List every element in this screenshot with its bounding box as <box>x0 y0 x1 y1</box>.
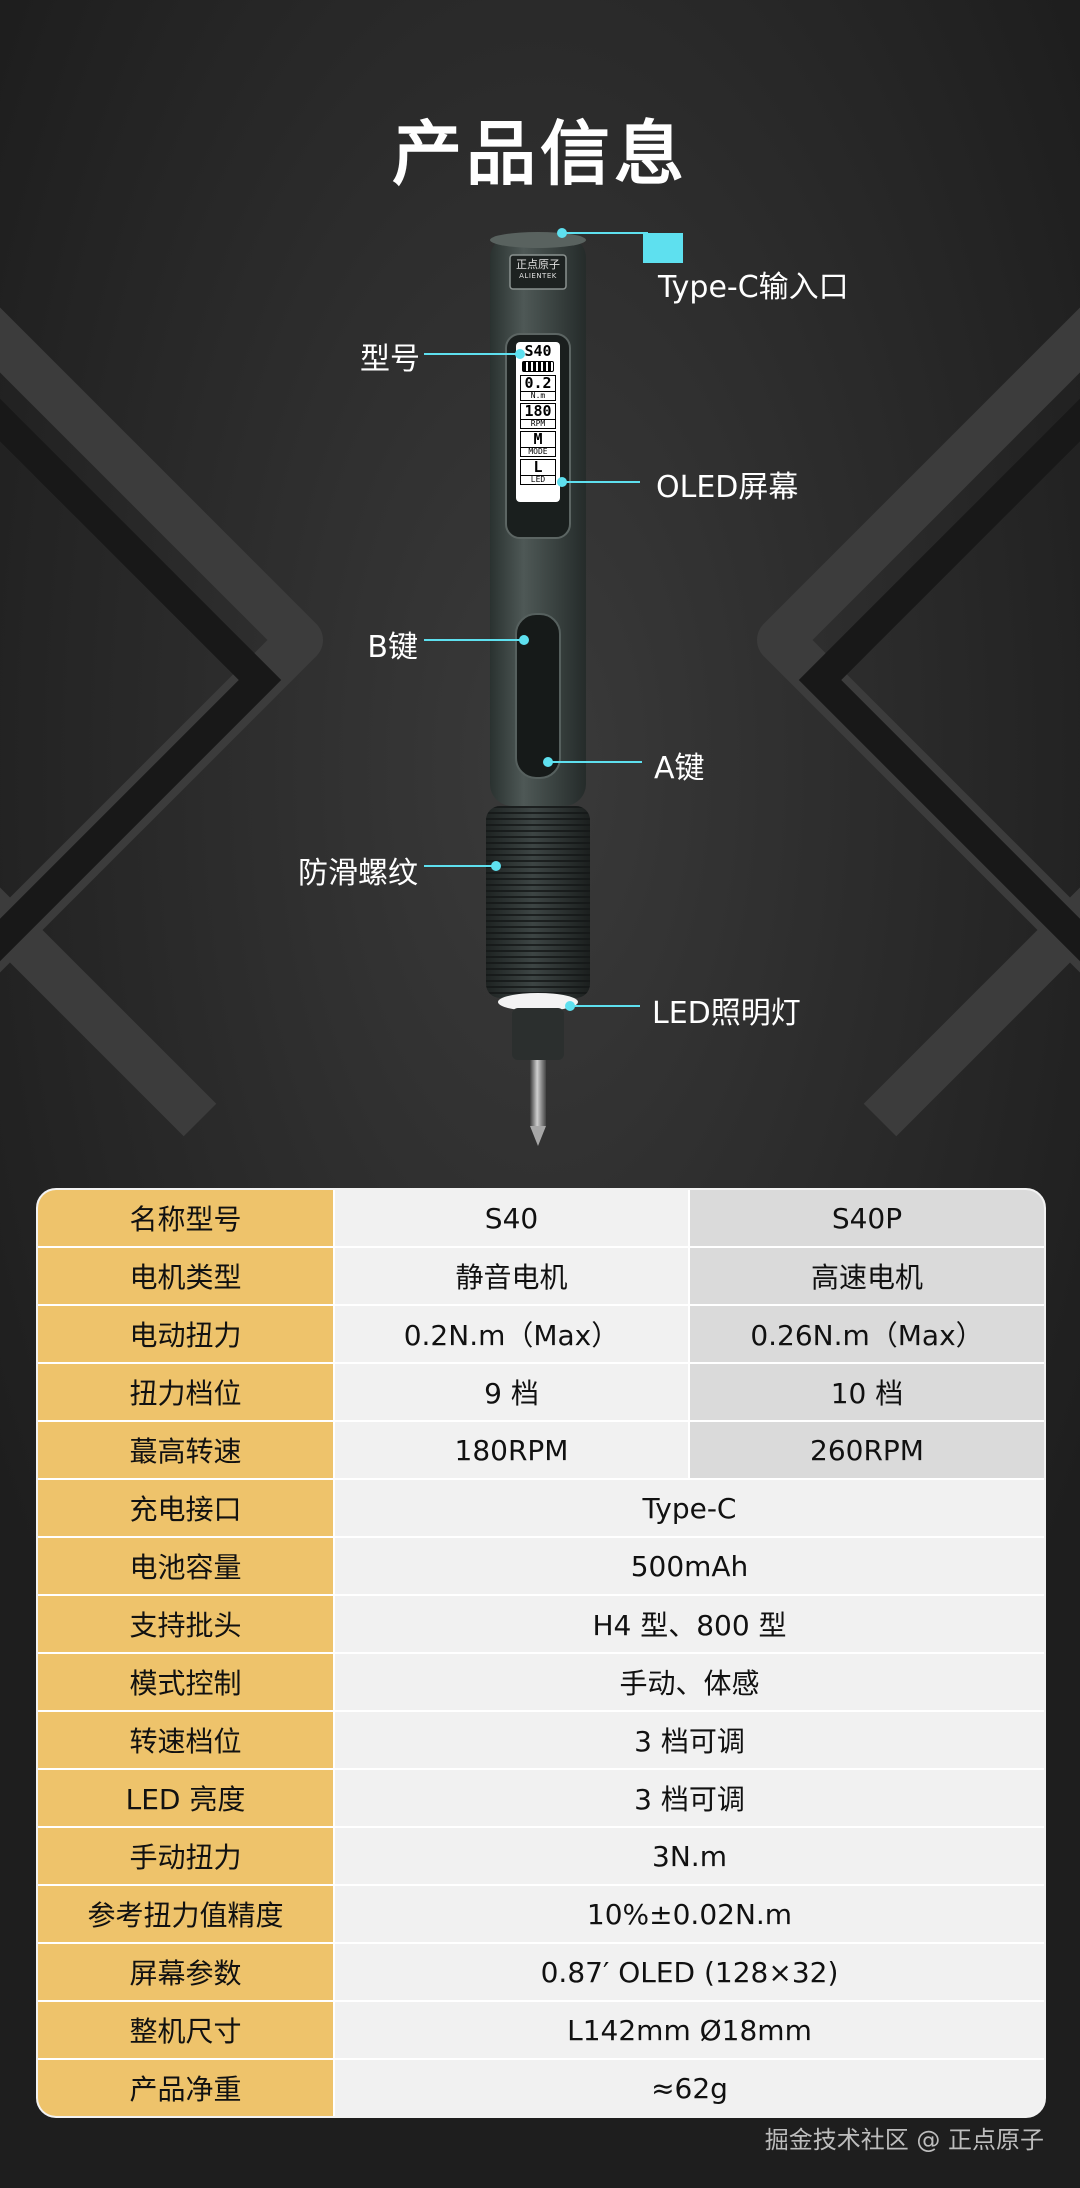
spec-label: 电动扭力 <box>38 1305 335 1364</box>
screen-mode-box: M MODE <box>520 431 556 457</box>
spec-label: 名称型号 <box>38 1190 335 1248</box>
screen-rpm-value: 180 <box>524 402 552 420</box>
spec-value: 3N.m <box>334 1827 1044 1886</box>
spec-value: H4 型、800 型 <box>334 1595 1044 1654</box>
spec-value-s40p: S40P <box>689 1190 1044 1248</box>
page-title: 产品信息 <box>392 113 688 195</box>
spec-value-s40: 静音电机 <box>334 1247 690 1306</box>
spec-value: L142mm Ø18mm <box>334 2001 1044 2060</box>
spec-label: 扭力档位 <box>38 1363 335 1422</box>
screen-torque-box: 0.2 N.m <box>520 375 556 401</box>
spec-row: 产品净重≈62g <box>38 2059 1044 2116</box>
watermark: 掘金技术社区 @ 正点原子 <box>764 2126 1044 2154</box>
spec-label: 支持批头 <box>38 1595 335 1654</box>
callout-b-key: B键 <box>367 630 418 665</box>
spec-value: 10%±0.02N.m <box>334 1885 1044 1944</box>
spec-value-s40p: 10 档 <box>689 1363 1044 1422</box>
spec-value: 0.87′ OLED (128×32) <box>334 1943 1044 2002</box>
spec-label: 蕞高转速 <box>38 1421 335 1480</box>
spec-value: ≈62g <box>334 2059 1044 2116</box>
spec-label: 产品净重 <box>38 2059 335 2116</box>
callout-a-key: A键 <box>654 751 705 786</box>
spec-value-s40p: 高速电机 <box>689 1247 1044 1306</box>
product-illustration <box>424 228 683 1146</box>
callout-model: 型号 <box>360 342 420 377</box>
spec-value: 3 档可调 <box>334 1711 1044 1770</box>
spec-value-s40p: 0.26N.m（Max） <box>689 1305 1044 1364</box>
screen-led-value: L <box>533 458 543 476</box>
screen-model: S40 <box>524 342 552 360</box>
screen-rpm-box: 180 RPM <box>520 403 556 429</box>
callout-led: LED照明灯 <box>652 996 801 1031</box>
callout-typec: Type-C输入口 <box>658 270 849 305</box>
spec-label: 手动扭力 <box>38 1827 335 1886</box>
spec-label: LED 亮度 <box>38 1769 335 1828</box>
spec-value-s40: 180RPM <box>334 1421 690 1480</box>
spec-value-s40p: 260RPM <box>689 1421 1044 1480</box>
spec-label: 参考扭力值精度 <box>38 1885 335 1944</box>
brand-subtext: ALIENTEK <box>519 272 557 280</box>
spec-label: 电池容量 <box>38 1537 335 1596</box>
callout-grip: 防滑螺纹 <box>298 856 418 891</box>
screen-mode-value: M <box>533 430 543 448</box>
battery-icon <box>522 361 554 372</box>
spec-value-s40: 9 档 <box>334 1363 690 1422</box>
knurled-grip <box>486 806 590 998</box>
spec-row: 电机类型静音电机高速电机 <box>38 1247 1044 1306</box>
spec-row: 模式控制手动、体感 <box>38 1653 1044 1712</box>
spec-value: 手动、体感 <box>334 1653 1044 1712</box>
screen-led-unit: LED <box>521 475 555 484</box>
spec-value: 3 档可调 <box>334 1769 1044 1828</box>
spec-value: 500mAh <box>334 1537 1044 1596</box>
spec-label: 充电接口 <box>38 1479 335 1538</box>
spec-label: 屏幕参数 <box>38 1943 335 2002</box>
screen-mode-unit: MODE <box>521 447 555 456</box>
spec-label: 电机类型 <box>38 1247 335 1306</box>
spec-label: 转速档位 <box>38 1711 335 1770</box>
spec-value-s40: 0.2N.m（Max） <box>334 1305 690 1364</box>
screwdriver-body <box>490 232 586 806</box>
spec-label: 模式控制 <box>38 1653 335 1712</box>
spec-value: Type-C <box>334 1479 1044 1538</box>
brand-text: 正点原子 <box>516 258 560 271</box>
spec-value-s40: S40 <box>334 1190 690 1248</box>
screen-led-box: L LED <box>520 459 556 485</box>
oled-screen: S40 0.2 N.m 180 RPM M MODE L LED <box>516 342 560 502</box>
screen-torque-unit: N.m <box>521 391 555 400</box>
screen-torque-value: 0.2 <box>524 374 552 392</box>
callout-oled: OLED屏幕 <box>656 470 799 505</box>
spec-label: 整机尺寸 <box>38 2001 335 2060</box>
brand-plate: 正点原子 ALIENTEK <box>510 256 566 288</box>
screen-rpm-unit: RPM <box>521 419 555 428</box>
